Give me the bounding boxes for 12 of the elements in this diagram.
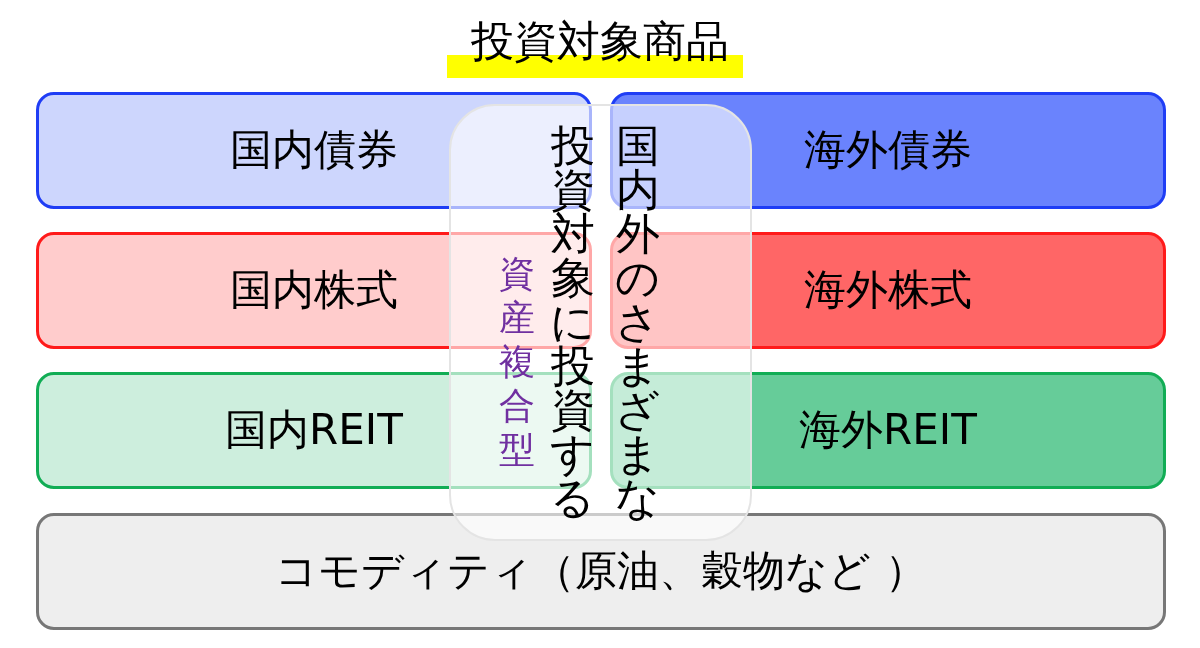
category-label: 国内債券 — [230, 125, 398, 176]
category-label: 海外株式 — [804, 265, 972, 316]
panel-text: 国内外のさまざまな投資対象に投資する — [551, 124, 660, 524]
category-label: 国内株式 — [230, 265, 398, 316]
title: 投資対象商品 — [471, 16, 729, 66]
category-label: コモディティ（原油、穀物など ） — [275, 546, 927, 597]
category-label: 海外REIT — [799, 405, 977, 456]
category-box — [610, 92, 1166, 209]
category-label: 海外債券 — [804, 125, 972, 176]
panel-heading: 資産複合型 — [499, 252, 535, 472]
overlay-panel — [449, 104, 752, 541]
category-label: 国内REIT — [225, 405, 403, 456]
